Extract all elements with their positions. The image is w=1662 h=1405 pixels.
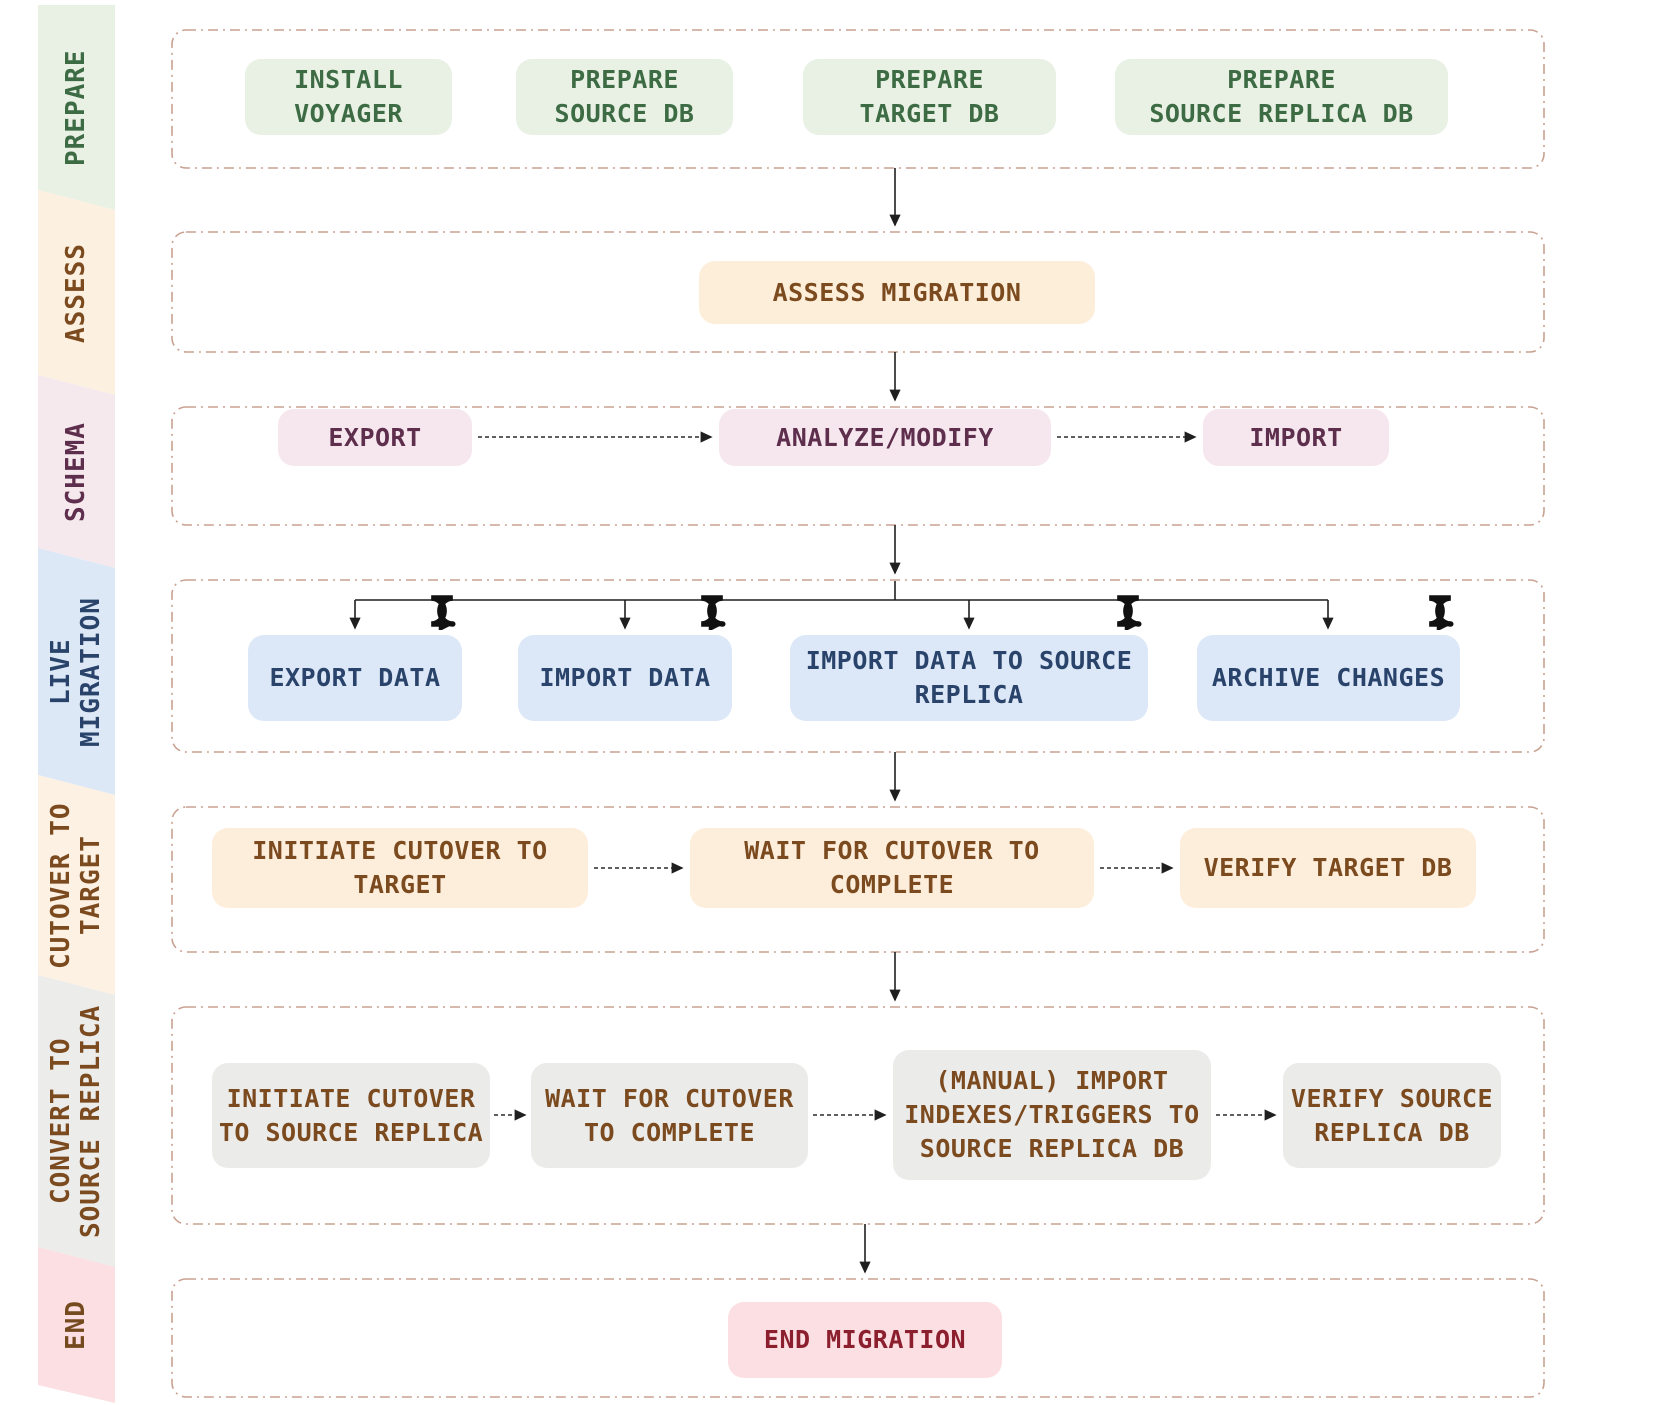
lane-end	[171, 1278, 1545, 1398]
lane-assess	[171, 231, 1545, 353]
sidebar-band-label: CUTOVER TO TARGET	[45, 801, 106, 969]
sidebar-band-label: PREPARE	[60, 49, 91, 166]
sidebar-band-label: ASSESS	[60, 242, 91, 343]
sidebar-band-convert-to-source-replica: CONVERT TO SOURCE REPLICA	[38, 975, 115, 1267]
lane-live-migration	[171, 579, 1545, 753]
sidebar-band-label: CONVERT TO SOURCE REPLICA	[45, 1004, 106, 1238]
node-end-migration: END MIGRATION	[728, 1302, 1002, 1378]
node-schema-analyze-modify: ANALYZE/MODIFY	[719, 409, 1051, 466]
node-verify-source-replica-db: VERIFY SOURCE REPLICA DB	[1283, 1063, 1501, 1168]
node-export-data: EXPORT DATA	[248, 635, 462, 721]
node-assess-migration: ASSESS MIGRATION	[699, 261, 1095, 324]
node-schema-export: EXPORT	[278, 409, 472, 466]
lane-flow-arrows	[859, 168, 901, 1274]
node-wait-for-cutover-to-complete-replica: WAIT FOR CUTOVER TO COMPLETE	[531, 1063, 808, 1168]
node-import-data-to-source-replica: IMPORT DATA TO SOURCE REPLICA	[790, 635, 1148, 721]
live-branch-connector	[349, 581, 1334, 630]
sidebar-band-label: END	[60, 1300, 91, 1350]
node-schema-import: IMPORT	[1203, 409, 1389, 466]
sidebar-band-schema: SCHEMA	[38, 375, 115, 568]
node-install-voyager: INSTALL VOYAGER	[245, 59, 452, 135]
node-manual-import-indexes-triggers: (MANUAL) IMPORT INDEXES/TRIGGERS TO SOUR…	[893, 1050, 1211, 1180]
node-wait-for-cutover-to-complete: WAIT FOR CUTOVER TO COMPLETE	[690, 828, 1094, 908]
sidebar-band-label: LIVE MIGRATION	[45, 596, 106, 747]
lane-schema	[171, 406, 1545, 526]
sidebar-band-live-migration: LIVE MIGRATION	[38, 548, 115, 795]
node-archive-changes: ARCHIVE CHANGES	[1197, 635, 1460, 721]
lane-convert-to-source-replica	[171, 1006, 1545, 1225]
node-verify-target-db: VERIFY TARGET DB	[1180, 828, 1476, 908]
loop-icon	[700, 595, 726, 630]
node-prepare-target-db: PREPARE TARGET DB	[803, 59, 1056, 135]
loop-icon	[430, 595, 456, 630]
sidebar-band-cutover-to-target: CUTOVER TO TARGET	[38, 775, 115, 995]
lane-cutover-to-target	[171, 806, 1545, 953]
node-prepare-source-replica-db: PREPARE SOURCE REPLICA DB	[1115, 59, 1448, 135]
node-import-data: IMPORT DATA	[518, 635, 732, 721]
node-initiate-cutover-to-source-replica: INITIATE CUTOVER TO SOURCE REPLICA	[212, 1063, 490, 1168]
sidebar-band-end: END	[38, 1247, 115, 1403]
dashed-sequence-arrows	[478, 431, 1277, 1121]
node-prepare-source-db: PREPARE SOURCE DB	[516, 59, 733, 135]
node-initiate-cutover-to-target: INITIATE CUTOVER TO TARGET	[212, 828, 588, 908]
sidebar-band-label: SCHEMA	[60, 421, 91, 522]
sidebar-band-assess: ASSESS	[38, 190, 115, 395]
loop-icon	[1116, 595, 1142, 630]
loop-icon	[1428, 595, 1454, 630]
sidebar-band-prepare: PREPARE	[38, 5, 115, 210]
